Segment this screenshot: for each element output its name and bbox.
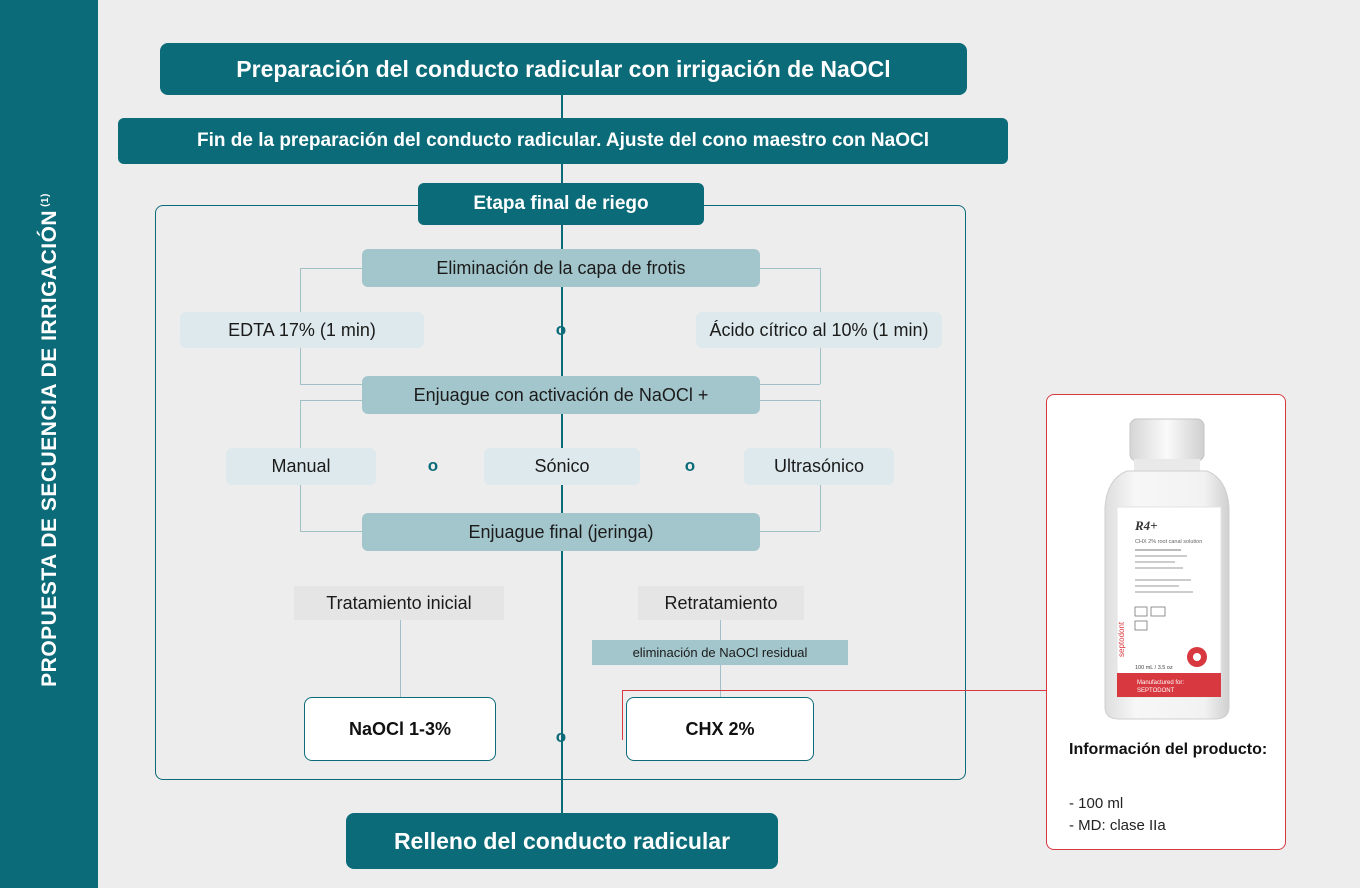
product-info-class: - MD: clase IIa: [1069, 817, 1166, 834]
connector: [720, 665, 721, 697]
option-sonic: Sónico: [484, 448, 640, 485]
callout-line: [622, 690, 1046, 691]
final-irrigation-frame: [155, 205, 966, 780]
step-root-canal-filling: Relleno del conducto radicular: [346, 813, 778, 869]
connector: [820, 400, 821, 448]
connector: [760, 384, 820, 385]
step-final-rinse: Enjuague final (jeringa): [362, 513, 760, 551]
or-separator: o: [427, 456, 439, 475]
residual-naocl-removal: eliminación de NaOCl residual: [592, 640, 848, 665]
connector: [300, 400, 301, 448]
connector: [300, 268, 362, 269]
connector: [300, 268, 301, 312]
bottle-manufacturer: Manufactured for:: [1137, 680, 1184, 686]
main-spine-middle: [561, 205, 563, 785]
option-edta: EDTA 17% (1 min): [180, 312, 424, 348]
bottle-subtitle: CHX 2% root canal solution: [1135, 539, 1202, 545]
connector: [300, 348, 301, 384]
or-separator: o: [555, 727, 567, 746]
connector: [820, 485, 821, 531]
product-card: R4+ CHX 2% root canal solution 100 mL / …: [1046, 394, 1286, 850]
sidebar: PROPUESTA DE SECUENCIA DE IRRIGACIÓN(1): [0, 0, 98, 888]
product-info-volume: - 100 ml: [1069, 795, 1124, 812]
callout-line: [622, 690, 623, 740]
connector: [720, 620, 721, 640]
step-final-irrigation: Etapa final de riego: [418, 183, 704, 225]
or-separator: o: [555, 320, 567, 339]
option-manual: Manual: [226, 448, 376, 485]
connector: [760, 400, 820, 401]
connector: [300, 531, 362, 532]
connector: [760, 531, 820, 532]
connector: [300, 384, 362, 385]
connector: [820, 268, 821, 312]
connector: [400, 620, 401, 697]
step-rinse-activation: Enjuague con activación de NaOCl +: [362, 376, 760, 414]
or-separator: o: [684, 456, 696, 475]
result-naocl: NaOCl 1-3%: [304, 697, 496, 761]
option-ultrasonic: Ultrasónico: [744, 448, 894, 485]
sidebar-title: PROPUESTA DE SECUENCIA DE IRRIGACIÓN(1): [38, 193, 61, 687]
connector: [760, 268, 820, 269]
step-root-canal-preparation: Preparación del conducto radicular con i…: [160, 43, 967, 95]
connector: [300, 400, 362, 401]
bottle-manufacturer-name: SEPTODONT: [1137, 688, 1175, 694]
bottle-volume: 100 mL / 3.5 oz: [1135, 665, 1173, 671]
reference-mark: (1): [40, 193, 51, 207]
connector: [820, 348, 821, 384]
bottle-name: R4+: [1134, 518, 1158, 533]
step-smear-layer-removal: Eliminación de la capa de frotis: [362, 249, 760, 287]
step-preparation-end: Fin de la preparación del conducto radic…: [118, 118, 1008, 164]
main-spine-bottom: [561, 780, 563, 813]
bottle-image: R4+ CHX 2% root canal solution 100 mL / …: [1097, 407, 1237, 732]
branch-initial-treatment: Tratamiento inicial: [294, 586, 504, 620]
bottle-brand: septodont: [1117, 621, 1126, 657]
result-chx: CHX 2%: [626, 697, 814, 761]
product-info-title: Información del producto:: [1069, 741, 1268, 758]
connector: [300, 485, 301, 531]
branch-retreatment: Retratamiento: [638, 586, 804, 620]
option-citric-acid: Ácido cítrico al 10% (1 min): [696, 312, 942, 348]
